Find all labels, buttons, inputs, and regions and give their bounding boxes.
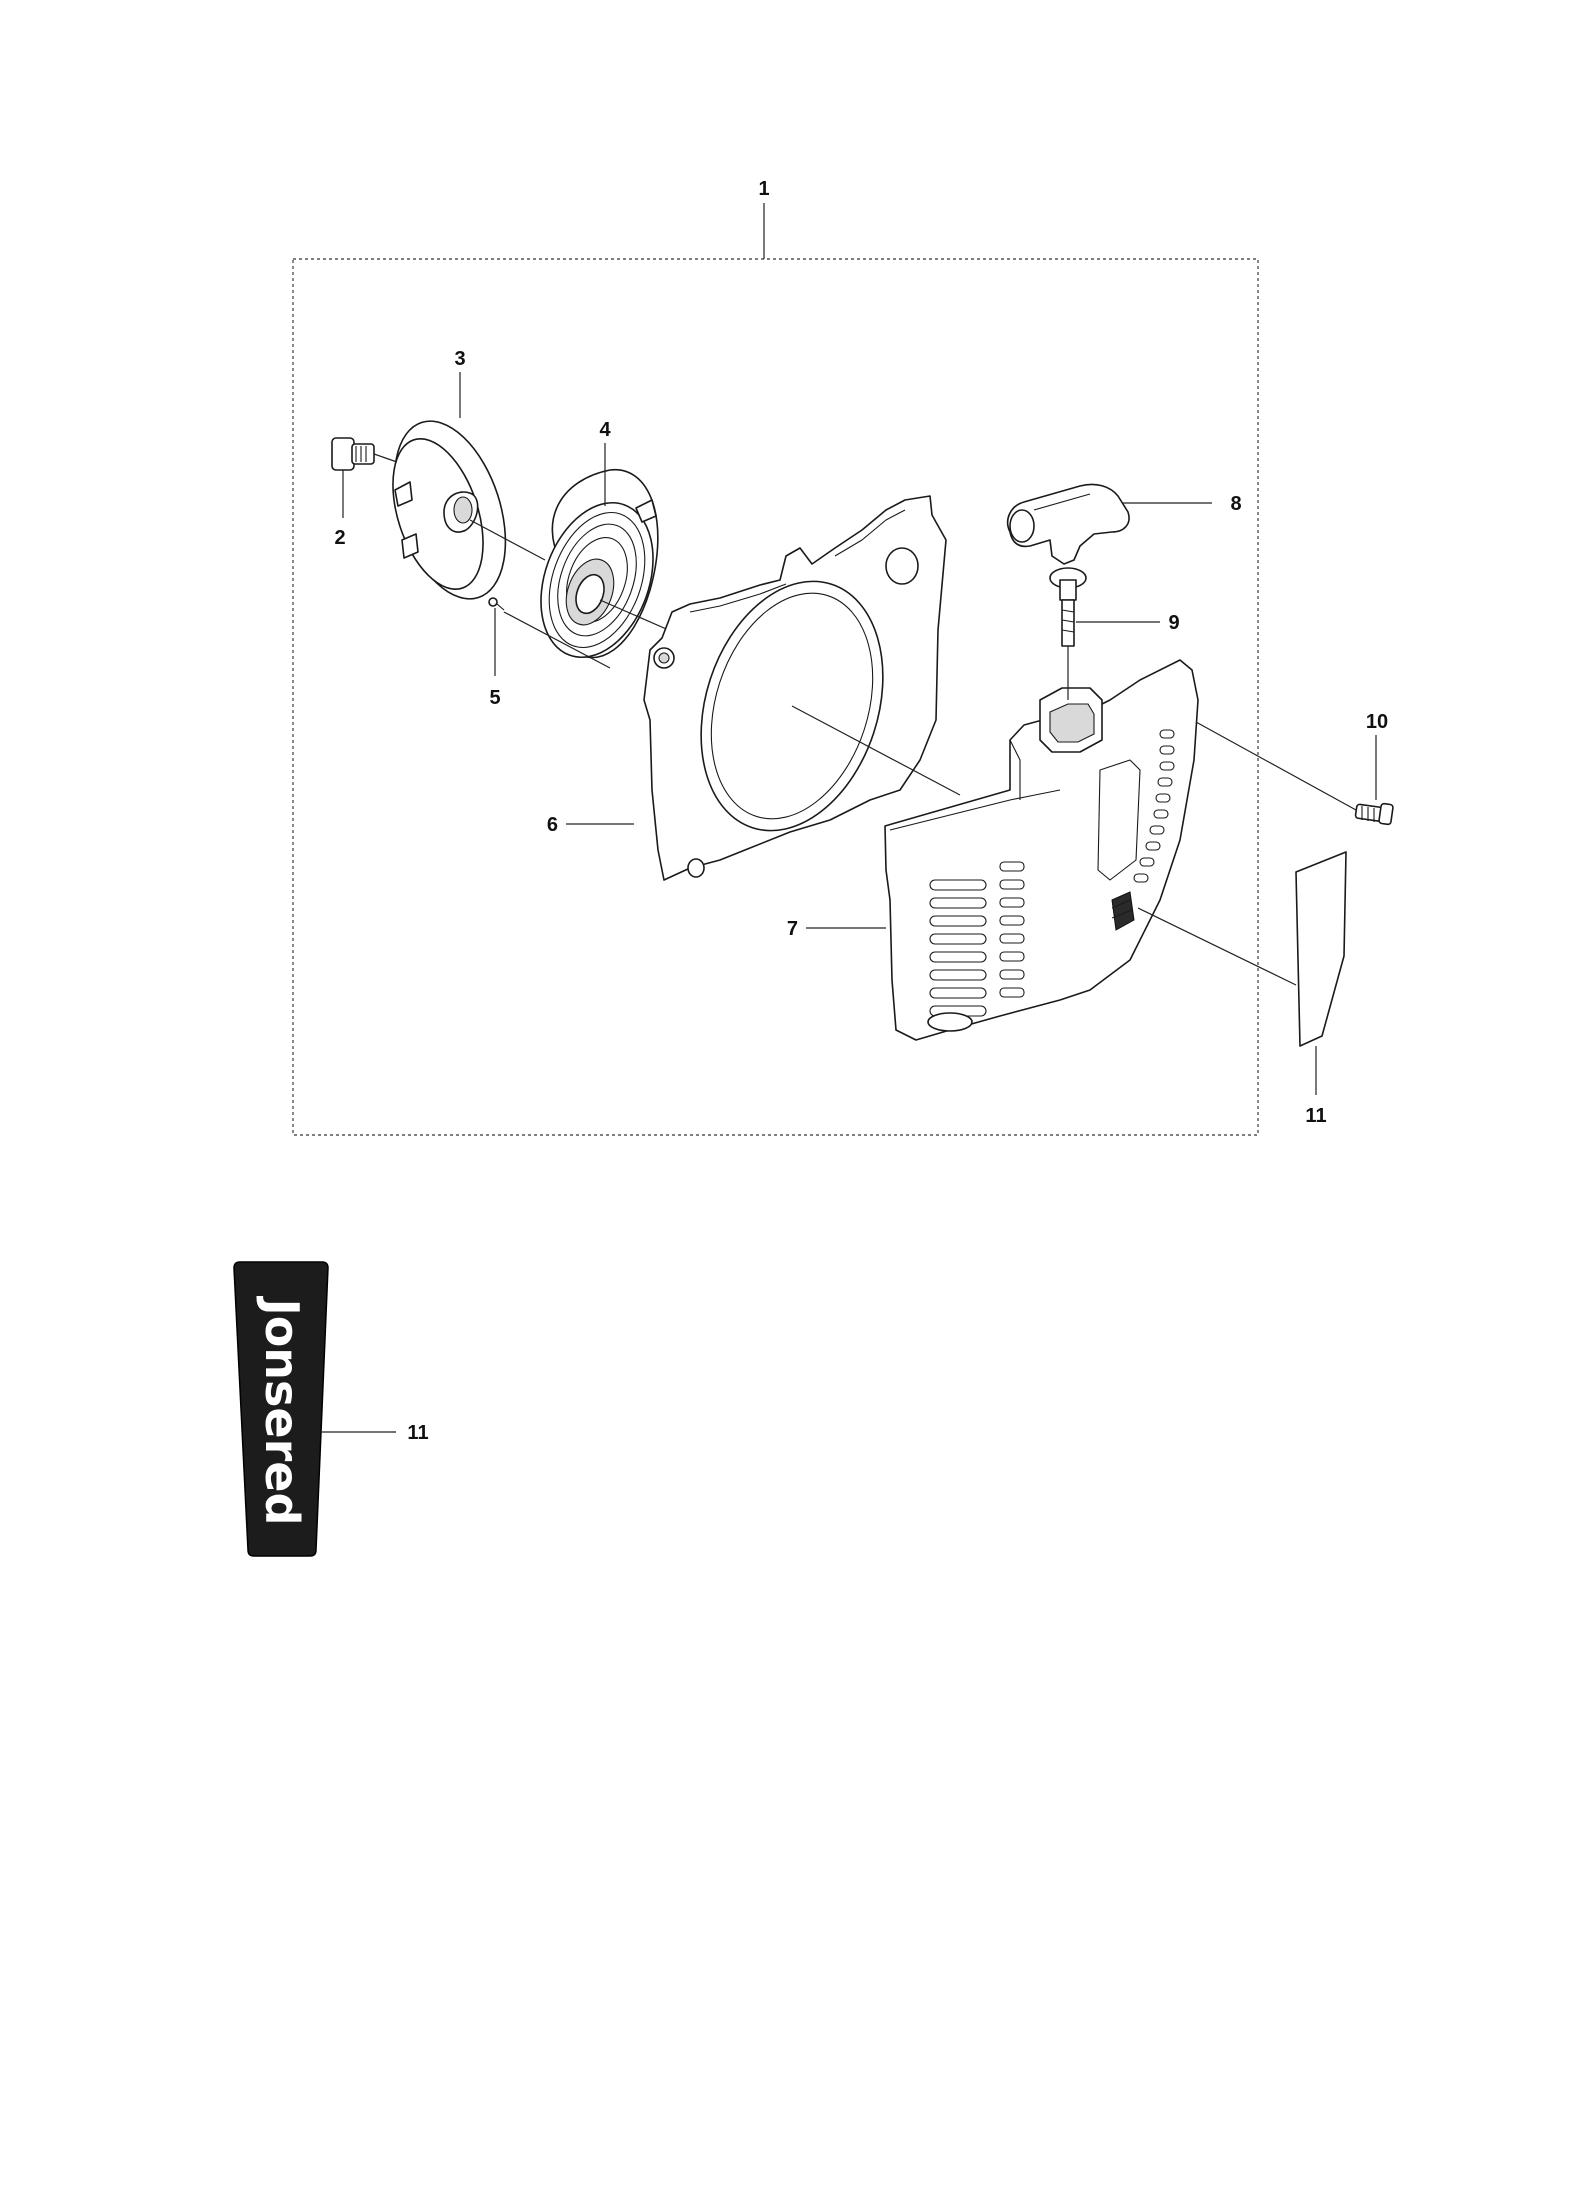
axis-6-7: [791, 705, 961, 796]
part-5-pin: [488, 597, 505, 611]
callout-3: 3: [454, 348, 465, 370]
axis-11: [1137, 907, 1297, 986]
callout-6: 6: [547, 814, 558, 836]
decal-detail: Jonsered: [233, 1261, 329, 1557]
callout-5: 5: [489, 687, 500, 709]
part-9-rope-guide: [1049, 567, 1087, 647]
part-8-starter-handle: [1006, 483, 1130, 565]
callout-7: 7: [787, 918, 798, 940]
cover-vent-slots: [929, 729, 1175, 1017]
callout-4: 4: [599, 419, 611, 441]
axis-5: [503, 611, 611, 669]
part-4-spring-cassette: [540, 469, 659, 659]
decal-shape: [233, 1261, 329, 1557]
assembly-boundary: [292, 258, 1259, 1136]
callout-8: 8: [1230, 493, 1241, 515]
part-2-bolt: [331, 437, 375, 471]
axis-10: [1195, 721, 1357, 811]
callout-10: 10: [1366, 711, 1388, 733]
part-7-starter-cover: [884, 659, 1199, 1041]
part-11-decal-small: [1295, 851, 1347, 1047]
callout-11-decal: 11: [407, 1422, 428, 1444]
callout-1: 1: [758, 178, 769, 200]
part-10-screw: [1354, 802, 1394, 826]
decal-brand-text: Jonsered: [255, 1296, 309, 1526]
axis-3-4: [469, 519, 546, 561]
part-6-housing-frame: [643, 495, 947, 881]
callout-11-assembly: 11: [1305, 1105, 1326, 1127]
part-3-pulley: [392, 420, 507, 600]
callout-9: 9: [1168, 612, 1179, 634]
callout-2: 2: [334, 527, 345, 549]
